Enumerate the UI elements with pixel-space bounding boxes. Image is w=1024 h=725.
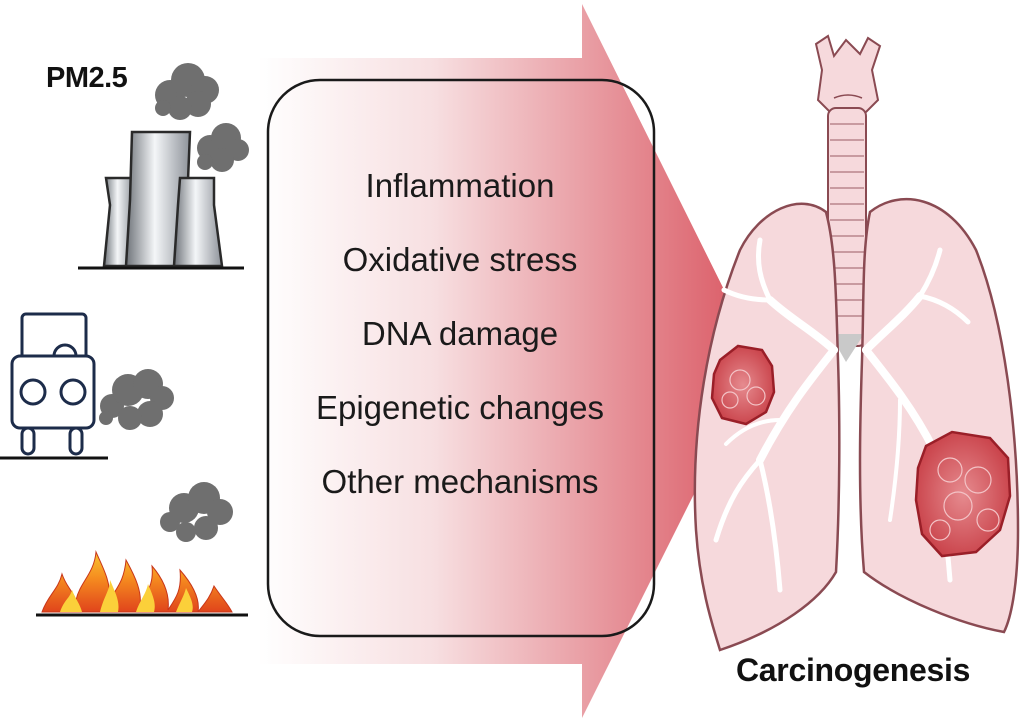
- mechanism-item: Oxidative stress: [342, 241, 578, 278]
- pm25-label: PM2.5: [46, 62, 128, 94]
- mechanism-item: DNA damage: [361, 315, 559, 352]
- flow-arrow: [258, 4, 760, 718]
- power-plant-icon: [78, 63, 249, 270]
- mechanisms-box: [266, 78, 656, 638]
- outcome-label: Carcinogenesis: [736, 652, 971, 688]
- fire-icon: [36, 482, 248, 617]
- mechanisms-list: Inflammation Oxidative stress DNA damage…: [282, 160, 638, 530]
- mechanism-item: Inflammation: [365, 167, 555, 204]
- mechanism-item: Epigenetic changes: [315, 389, 605, 426]
- mechanism-item: Other mechanisms: [321, 463, 599, 500]
- lungs-with-tumors-icon: [693, 34, 1020, 652]
- vehicle-exhaust-icon: [0, 312, 174, 460]
